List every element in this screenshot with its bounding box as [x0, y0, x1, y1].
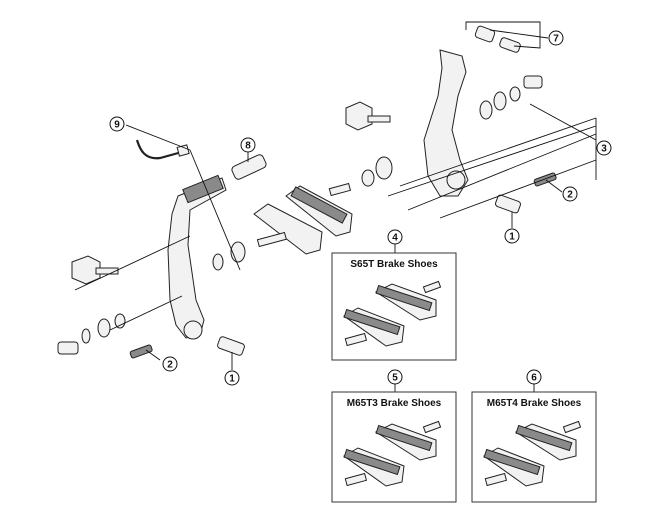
washer-left-3: [114, 313, 126, 329]
svg-text:8: 8: [245, 141, 251, 152]
svg-text:4: 4: [392, 233, 398, 244]
callout-9: 9: [109, 116, 125, 132]
washer-left-1: [81, 328, 91, 344]
callout-3: 3: [596, 140, 612, 156]
mounting-bolt-right: [495, 194, 521, 214]
svg-text:2: 2: [167, 360, 173, 371]
svg-text:2: 2: [567, 190, 573, 201]
brake-shoe-lower: [253, 203, 323, 255]
m65t3-shoe-upper: [374, 420, 442, 461]
main-brake-shoes: [253, 182, 353, 255]
spring-pin: [95, 267, 119, 275]
m65t3-shoe-lower: [343, 447, 405, 487]
s65t-title: S65T Brake Shoes: [350, 259, 438, 270]
svg-text:3: 3: [601, 144, 607, 155]
barrel-adjuster: [231, 154, 267, 180]
svg-text:6: 6: [531, 373, 537, 384]
svg-text:1: 1: [229, 374, 235, 385]
shoe-washer-left-2: [212, 253, 224, 271]
m65t4-title: M65T4 Brake Shoes: [487, 398, 582, 409]
callout-1b: 1: [504, 228, 520, 244]
link-bolt: [499, 37, 521, 53]
cable-noodle: [135, 139, 183, 160]
adjust-screw-right: [533, 172, 557, 187]
m65t4-shoe-upper: [514, 420, 582, 461]
adjust-screw-left: [129, 344, 153, 359]
m65t4-shoe-lower: [483, 447, 545, 487]
pivot-boss: [183, 320, 203, 340]
callout-8: 8: [240, 137, 256, 153]
washer-right-1: [479, 100, 493, 120]
leader-lines: [74, 21, 597, 370]
callout-5: 5: [387, 369, 403, 385]
right-brake-arm-assembly: [345, 25, 557, 214]
left-brake-arm-assembly: [57, 139, 267, 359]
callout-7: 7: [548, 30, 564, 46]
s65t-shoe-lower: [343, 307, 405, 347]
svg-text:1: 1: [509, 232, 515, 243]
right-spring-holder: [345, 101, 373, 131]
shoe-stud: [256, 231, 287, 248]
callout-2b: 2: [562, 186, 578, 202]
washer-right-3: [509, 86, 521, 102]
cable-anchor-plate: [182, 174, 224, 204]
right-pivot-boss: [446, 170, 466, 190]
callout-1a: 1: [224, 370, 240, 386]
svg-text:5: 5: [392, 373, 398, 384]
svg-text:7: 7: [553, 34, 559, 45]
s65t-shoe-upper: [374, 280, 442, 321]
m65t4-box: M65T4 Brake Shoes: [471, 384, 597, 503]
washer-right-2: [493, 91, 507, 111]
pivot-bolt-right: [523, 75, 543, 89]
spacer-right-2: [361, 169, 375, 187]
s65t-box: S65T Brake Shoes: [331, 244, 457, 361]
link-cap: [474, 25, 496, 43]
callout-6: 6: [526, 369, 542, 385]
m65t3-title: M65T3 Brake Shoes: [347, 398, 442, 409]
shoe-stud-upper: [328, 182, 352, 197]
m65t3-box: M65T3 Brake Shoes: [331, 384, 457, 503]
mounting-bolt-left: [217, 336, 245, 356]
washer-left-2: [97, 318, 111, 338]
noodle-end-cap: [176, 144, 190, 157]
brake-shoe-upper-pad: [290, 186, 348, 224]
right-spring-pin: [367, 115, 391, 123]
pivot-bolt-left: [57, 341, 79, 355]
shoe-washer-left: [230, 241, 246, 263]
callout-2a: 2: [162, 356, 178, 372]
callout-4: 4: [387, 229, 403, 245]
svg-text:9: 9: [114, 120, 120, 131]
spacer-right: [375, 156, 393, 180]
